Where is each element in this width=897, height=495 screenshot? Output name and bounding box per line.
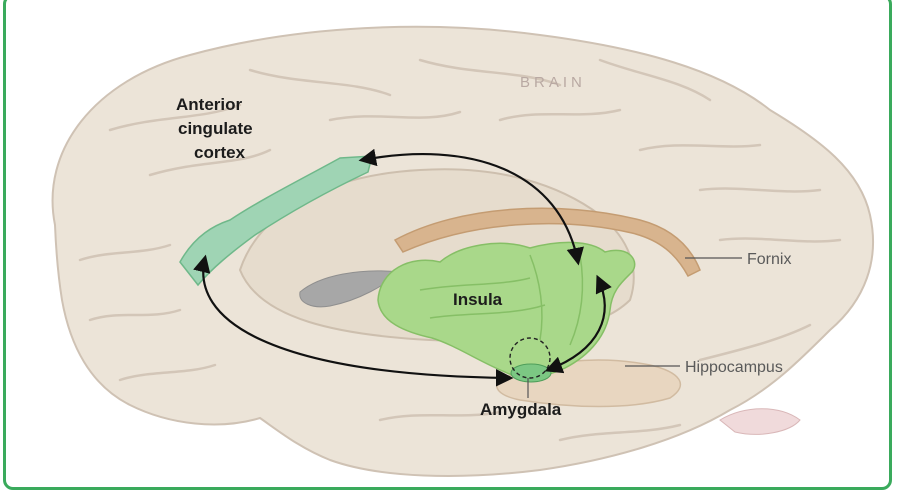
cerebellum-hint	[720, 409, 800, 435]
acc-label-line2: cingulate	[178, 119, 253, 138]
acc-label-line1: Anterior	[176, 95, 243, 114]
fornix-label: Fornix	[747, 251, 791, 268]
acc-label-line3: cortex	[194, 143, 246, 162]
hippocampus-label: Hippocampus	[685, 359, 783, 376]
amygdala-label: Amygdala	[480, 400, 562, 419]
insula-label: Insula	[453, 290, 503, 309]
brain-label: BRAIN	[520, 74, 586, 91]
